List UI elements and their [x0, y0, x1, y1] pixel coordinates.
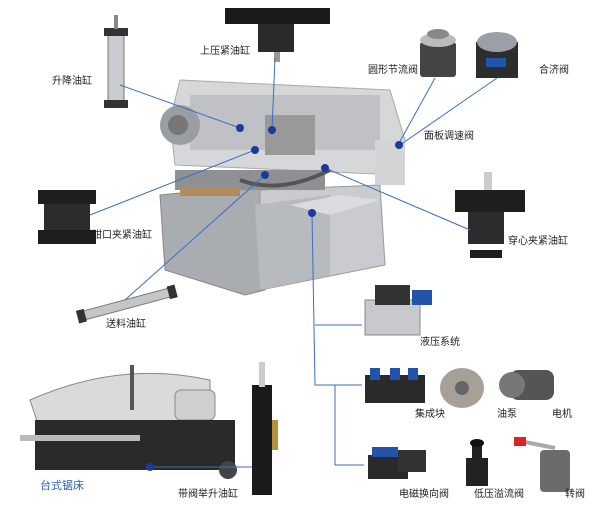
jaw-clamp-cylinder-image — [38, 190, 96, 244]
motor-image — [499, 370, 554, 400]
label-lift-cylinder: 升降油缸 — [52, 76, 92, 87]
label-hydraulic-system: 液压系统 — [420, 337, 460, 348]
solenoid-valve-image — [368, 447, 426, 479]
label-feed-cylinder: 送料油缸 — [106, 319, 146, 330]
round-throttle-valve-image — [420, 29, 456, 77]
label-panel-speed-valve: 面板调速阀 — [424, 131, 474, 142]
leader-lines — [89, 57, 498, 468]
label-top-clamp-cylinder: 上压紧油缸 — [200, 46, 250, 57]
combo-valve-image — [476, 32, 518, 78]
hydraulic-system-image — [364, 285, 432, 336]
label-combo-valve: 合济阀 — [539, 65, 569, 76]
label-round-throttle-valve: 圆形节流阀 — [368, 65, 418, 76]
label-motor: 电机 — [552, 409, 572, 420]
label-jaw-clamp-cylinder: 钳口夹紧油缸 — [92, 230, 152, 241]
top-clamp-cylinder-image — [225, 8, 330, 62]
label-solenoid-directional-valve: 电磁换向阀 — [399, 489, 449, 500]
band-saw-machine — [159, 79, 406, 296]
rotary-valve-image — [514, 437, 570, 492]
feed-cylinder-image — [75, 284, 178, 324]
label-manifold-block: 集成块 — [415, 409, 445, 420]
label-valved-lift-cylinder: 带阀举升油缸 — [178, 489, 238, 500]
bench-saw-image — [20, 365, 237, 479]
connection-dots — [146, 124, 403, 471]
label-through-clamp-cylinder: 穿心夹紧油缸 — [508, 236, 568, 247]
label-bench-saw: 台式锯床 — [40, 479, 84, 492]
valved-lift-cylinder-image — [252, 362, 278, 495]
label-oil-pump: 油泵 — [497, 409, 517, 420]
label-rotary-valve: 转阀 — [565, 489, 585, 500]
manifold-block-image — [365, 368, 425, 403]
label-low-pressure-relief-valve: 低压溢流阀 — [474, 489, 524, 500]
relief-valve-image — [466, 439, 488, 486]
lift-cylinder-image — [104, 15, 128, 108]
through-clamp-cylinder-image — [455, 172, 525, 258]
oil-pump-image — [440, 368, 484, 408]
